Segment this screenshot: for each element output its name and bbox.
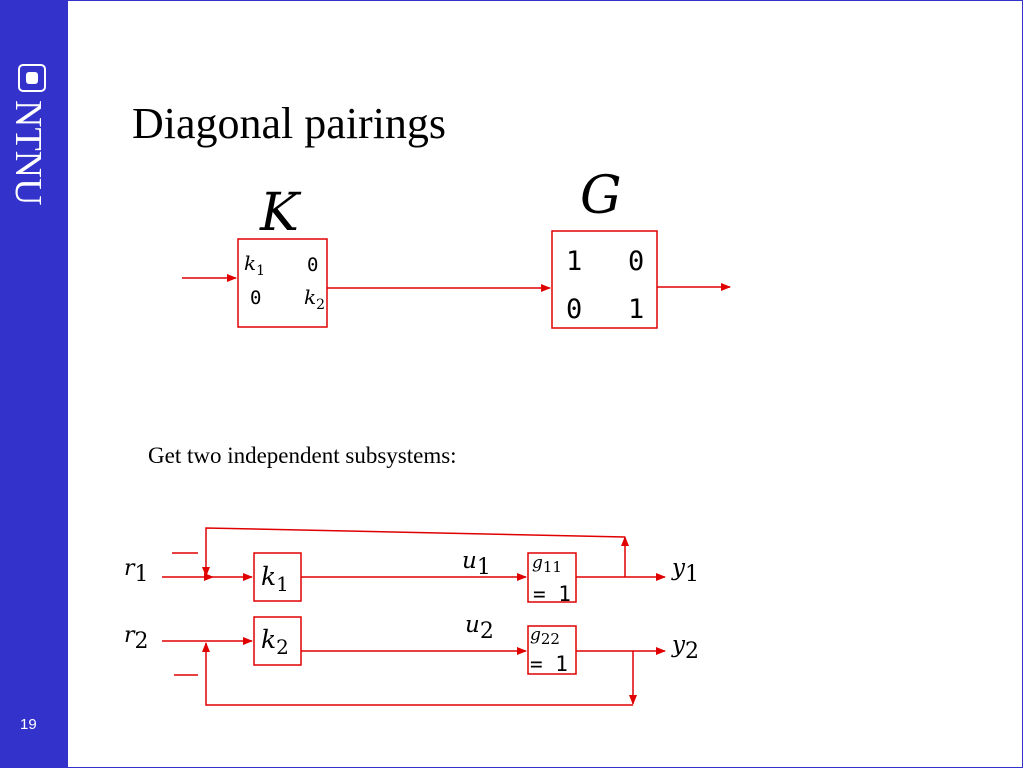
y2-label: y2 [671, 632, 699, 664]
g11-label: g11 [532, 553, 562, 576]
page-number: 19 [20, 716, 37, 733]
K-a11: k1 [244, 251, 265, 279]
G-a21: 0 [566, 294, 582, 325]
r2-label: r2 [124, 623, 149, 654]
K-block [237, 238, 328, 328]
G-a22: 1 [628, 294, 644, 325]
K-a12: 0 [307, 254, 318, 276]
G-block [551, 230, 658, 329]
g22-value: = 1 [530, 652, 568, 676]
k1-label: k1 [261, 562, 289, 596]
r1-label: r1 [124, 556, 149, 587]
y1-label: y1 [671, 555, 699, 587]
k2-label: k2 [261, 625, 289, 659]
feedback-loop-2 [202, 642, 633, 706]
slide-subtitle: Get two independent subsystems: [148, 443, 457, 468]
k2-block [253, 616, 302, 666]
K-label: K [259, 183, 302, 243]
G-a11: 1 [566, 246, 582, 277]
g11-value: = 1 [533, 582, 571, 606]
K-a21: 0 [250, 287, 261, 309]
K-a22: k2 [304, 285, 325, 313]
ntnu-logo-icon [18, 64, 46, 92]
g22-label: g22 [530, 625, 560, 648]
G-a12: 0 [628, 246, 644, 277]
slide-title: Diagonal pairings [132, 99, 447, 148]
u2-label: u2 [465, 612, 494, 644]
feedback-loop-1 [202, 527, 626, 577]
g22-block [527, 625, 577, 675]
G-label: G [580, 166, 622, 226]
u1-label: u1 [462, 548, 491, 580]
sidebar: NTNU 19 [0, 0, 68, 768]
